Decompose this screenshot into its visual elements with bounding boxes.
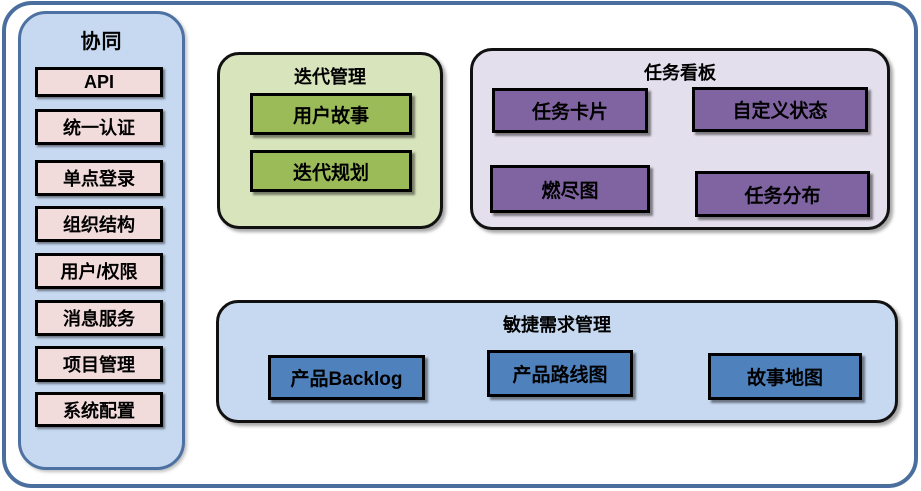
- sidebar-item-label: 组织结构: [63, 215, 135, 235]
- sidebar-title: 协同: [80, 31, 123, 53]
- sidebar-item-project-management: 项目管理: [35, 346, 163, 382]
- node-custom-status: 自定义状态: [692, 87, 868, 132]
- node-task-card: 任务卡片: [492, 88, 648, 133]
- node-label: 迭代规划: [292, 162, 369, 184]
- sidebar-item-message-service: 消息服务: [35, 300, 163, 336]
- node-label: 自定义状态: [732, 101, 828, 122]
- sidebar-item-user-permissions: 用户/权限: [35, 253, 163, 289]
- panel-agile-requirements: 敏捷需求管理 产品Backlog 产品路线图 故事地图: [216, 300, 898, 423]
- panel-iteration-management: 迭代管理 用户故事 迭代规划: [217, 52, 443, 229]
- sidebar-item-label: 消息服务: [63, 309, 135, 329]
- sidebar-collaboration: 协同 API 统一认证 单点登录 组织结构 用户/权限 消息服务 项目管理 系统…: [18, 11, 185, 470]
- panel-task-kanban: 任务看板 任务卡片 自定义状态 燃尽图 任务分布: [470, 48, 890, 230]
- node-task-distribution: 任务分布: [695, 171, 870, 217]
- node-label: 任务卡片: [531, 102, 608, 123]
- sidebar-item-label: 项目管理: [63, 355, 135, 375]
- node-product-roadmap: 产品路线图: [487, 350, 633, 397]
- node-product-backlog: 产品Backlog: [268, 355, 425, 400]
- sidebar-item-label: 用户/权限: [60, 262, 138, 282]
- sidebar-item-label: 统一认证: [63, 118, 135, 138]
- node-user-story: 用户故事: [250, 93, 412, 135]
- sidebar-item-label: 单点登录: [63, 169, 135, 189]
- node-label: 任务分布: [744, 185, 821, 207]
- node-burndown-chart: 燃尽图: [490, 165, 650, 213]
- panel-requirements-title: 敏捷需求管理: [503, 315, 611, 335]
- sidebar-item-unified-auth: 统一认证: [35, 109, 163, 145]
- sidebar-item-label: API: [83, 71, 114, 92]
- panel-kanban-title: 任务看板: [644, 63, 716, 83]
- node-label: 产品路线图: [512, 365, 608, 386]
- sidebar-item-api: API: [35, 67, 163, 97]
- panel-iteration-title: 迭代管理: [294, 67, 366, 87]
- node-iteration-planning: 迭代规划: [250, 150, 412, 192]
- node-label: 故事地图: [746, 368, 823, 389]
- sidebar-item-sso: 单点登录: [35, 160, 163, 196]
- node-label: 产品Backlog: [290, 369, 403, 390]
- sidebar-item-system-config: 系统配置: [35, 392, 163, 427]
- sidebar-item-label: 系统配置: [63, 400, 135, 421]
- node-label: 燃尽图: [541, 180, 599, 202]
- node-story-map: 故事地图: [708, 353, 862, 400]
- sidebar-item-org-structure: 组织结构: [35, 206, 163, 242]
- node-label: 用户故事: [292, 105, 369, 127]
